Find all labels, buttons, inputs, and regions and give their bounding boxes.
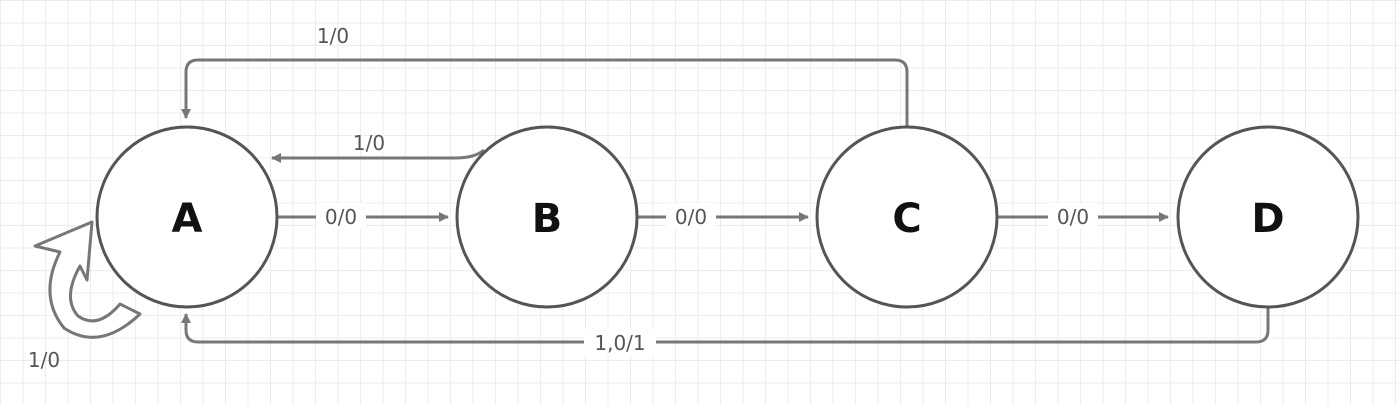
transition-a-b-label: 0/0	[325, 205, 357, 229]
transition-c-d-label: 0/0	[1057, 205, 1089, 229]
state-b-label: B	[532, 196, 563, 242]
transition-c-a-label: 1/0	[317, 24, 349, 48]
label-bg-a-b	[316, 203, 366, 229]
label-bg-c-d	[1048, 203, 1098, 229]
transition-c-a[interactable]	[181, 58, 909, 126]
state-c-label: C	[892, 196, 921, 242]
transition-d-a[interactable]	[181, 308, 1270, 344]
transition-b-a-label: 1/0	[353, 131, 385, 155]
label-bg-b-c	[666, 203, 716, 229]
state-d-label: D	[1251, 196, 1284, 242]
state-a-label: A	[172, 196, 203, 242]
state-a[interactable]: A	[95, 125, 279, 309]
state-b[interactable]: B	[455, 125, 639, 309]
state-c[interactable]: C	[815, 125, 999, 309]
transition-a-self[interactable]	[33, 220, 142, 339]
transition-b-a[interactable]	[271, 148, 485, 163]
transition-b-c-label: 0/0	[675, 205, 707, 229]
label-bg-d-a	[584, 329, 656, 355]
transition-d-a-label: 1,0/1	[594, 331, 645, 355]
transition-a-self-label: 1/0	[28, 348, 60, 372]
state-d[interactable]: D	[1176, 125, 1360, 309]
